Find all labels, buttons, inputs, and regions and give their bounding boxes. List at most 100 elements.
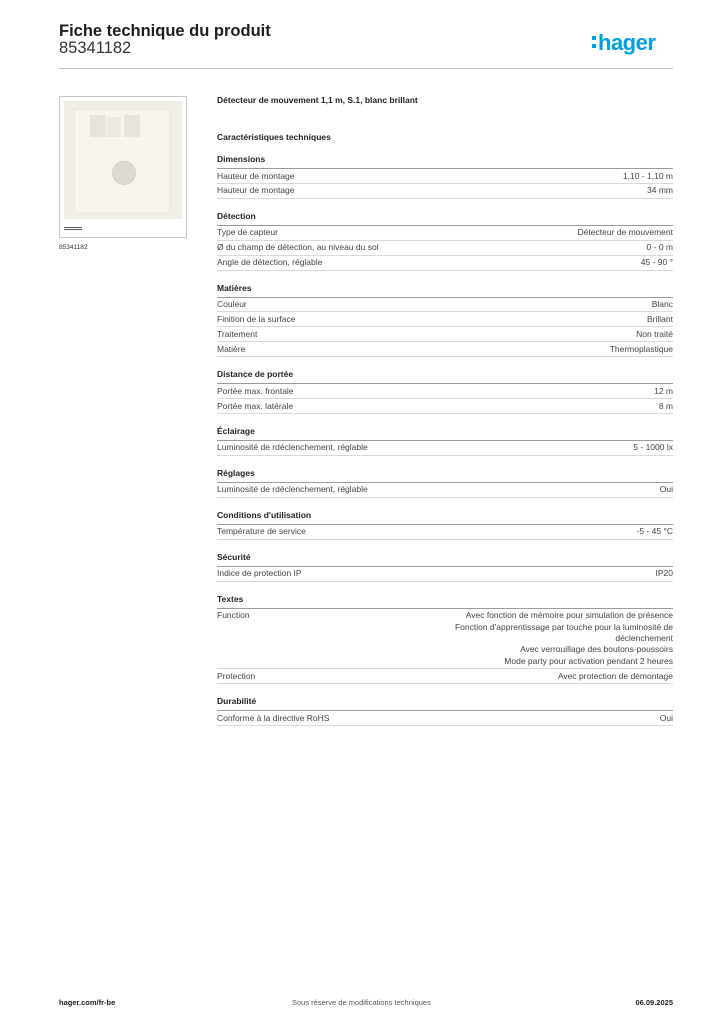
spec-label: Protection [217,670,256,681]
spec-value-line: Détecteur de mouvement [577,227,673,238]
spec-value: Brillant [647,314,673,325]
spec-label: Luminosité de rdéclenchement, réglable [217,484,368,495]
product-image [64,101,182,219]
sensor-lens [124,115,140,137]
hager-logo[interactable]: hager [592,30,656,56]
product-image-frame [59,96,187,238]
technical-characteristics-heading: Caractéristiques techniques [217,132,331,142]
spec-label: Function [217,610,250,621]
section-title: Éclairage [217,426,673,441]
spec-row: Portée max. latérale 8 m [217,399,673,414]
spec-label: Portée max. latérale [217,400,294,411]
spec-label: Ø du champ de détection, au niveau du so… [217,242,379,253]
spec-value-line: 34 mm [647,185,673,196]
spec-value: Avec protection de démontage [558,671,673,682]
spec-value-line: Thermoplastique [609,343,673,354]
footer-notice: Sous réserve de modifications techniques [292,998,431,1007]
section-title: Textes [217,594,673,609]
spec-value: 34 mm [647,185,673,196]
spec-value-line: Brillant [647,313,673,324]
spec-label: Angle de détection, réglable [217,257,323,268]
spec-value-line: Non traité [636,328,673,339]
spec-label: Température de service [217,526,306,537]
section-title: Durabilité [217,696,673,712]
spec-value: 12 m [654,386,673,397]
spec-value-line: Fonction d'apprentissage par touche pour… [454,621,673,632]
spec-value-line: 45 - 90 ° [640,257,673,268]
header-divider [59,68,673,69]
spec-value-line: Avec protection de démontage [557,670,673,681]
spec-value: 0 - 0 m [647,242,673,253]
spec-value-line: IP20 [655,568,674,579]
spec-row: Indice de protection IP IP20 [217,567,673,582]
spec-label: Finition de la surface [217,313,296,324]
spec-value: -5 - 45 °C [637,526,673,537]
spec-value-line: 8 m [658,400,673,411]
product-number: 85341182 [59,39,132,57]
spec-value: 5 - 1000 lx [633,442,673,453]
page-title: Fiche technique du produit [59,22,271,40]
spec-value-line: Oui [659,712,673,723]
spec-row: Hauteur de montage 34 mm [217,184,673,199]
spec-row: Protection Avec protection de démontage [217,669,673,685]
spec-value-line: Mode party pour activation pendant 2 heu… [504,655,673,666]
spec-value: Non traité [636,329,673,340]
spec-value: 8 m [659,401,673,412]
spec-label: Portée max. frontale [217,385,294,396]
spec-value: 45 - 90 ° [641,257,673,268]
spec-row: Conforme à la directive RoHS Oui [217,711,673,726]
spec-sheet: Détecteur de mouvement 1,1 m, S.1, blanc… [217,95,673,726]
spec-label: Couleur [217,299,247,310]
spec-value: Blanc [652,299,673,310]
spec-value: Thermoplastique [610,344,673,355]
spec-row: Température de service -5 - 45 °C [217,525,673,540]
spec-value: Détecteur de mouvement [578,227,673,238]
spec-value-line: 0 - 0 m [646,242,673,253]
logo-text: hager [598,30,656,55]
spec-label: Hauteur de montage [217,170,295,181]
section-title: Sécurité [217,552,673,567]
spec-label: Conforme à la directive RoHS [217,712,330,723]
spec-row: Portée max. frontale 12 m [217,384,673,400]
product-title: Détecteur de mouvement 1,1 m, S.1, blanc… [217,95,418,105]
spec-value: Oui [660,484,673,495]
spec-value: IP20 [656,568,674,579]
spec-value: Oui [660,713,673,724]
spec-row: Luminosité de rdéclenchement, réglable Ou… [217,483,673,498]
spec-value-line: 5 - 1000 lx [633,442,673,453]
spec-label: Hauteur de montage [217,185,295,196]
spec-row: Finition de la surface Brillant [217,312,673,328]
spec-row: Couleur Blanc [217,298,673,313]
spec-row: Ø du champ de détection, au niveau du so… [217,241,673,256]
footer-website-link[interactable]: hager.com/fr-be [59,998,116,1007]
section-title: Détection [217,211,673,226]
spec-value-line: 12 m [654,385,673,396]
spec-label: Indice de protection IP [217,568,302,579]
section-title: Dimensions [217,154,673,169]
spec-value: Avec fonction de mémoire pour simulation… [455,610,673,667]
section-title: Distance de portée [217,369,673,385]
spec-value-line: Avec fonction de mémoire pour simulation… [465,610,673,621]
spec-value-line: Blanc [651,299,673,310]
sensor-button [112,161,136,185]
image-caption: 85341182 [59,244,88,251]
scale-icon [64,227,82,230]
section-title: Réglages [217,468,673,483]
footer-date: 06.09.2025 [635,998,673,1007]
sensor-lens [107,117,121,137]
sensor-lens [90,115,106,137]
